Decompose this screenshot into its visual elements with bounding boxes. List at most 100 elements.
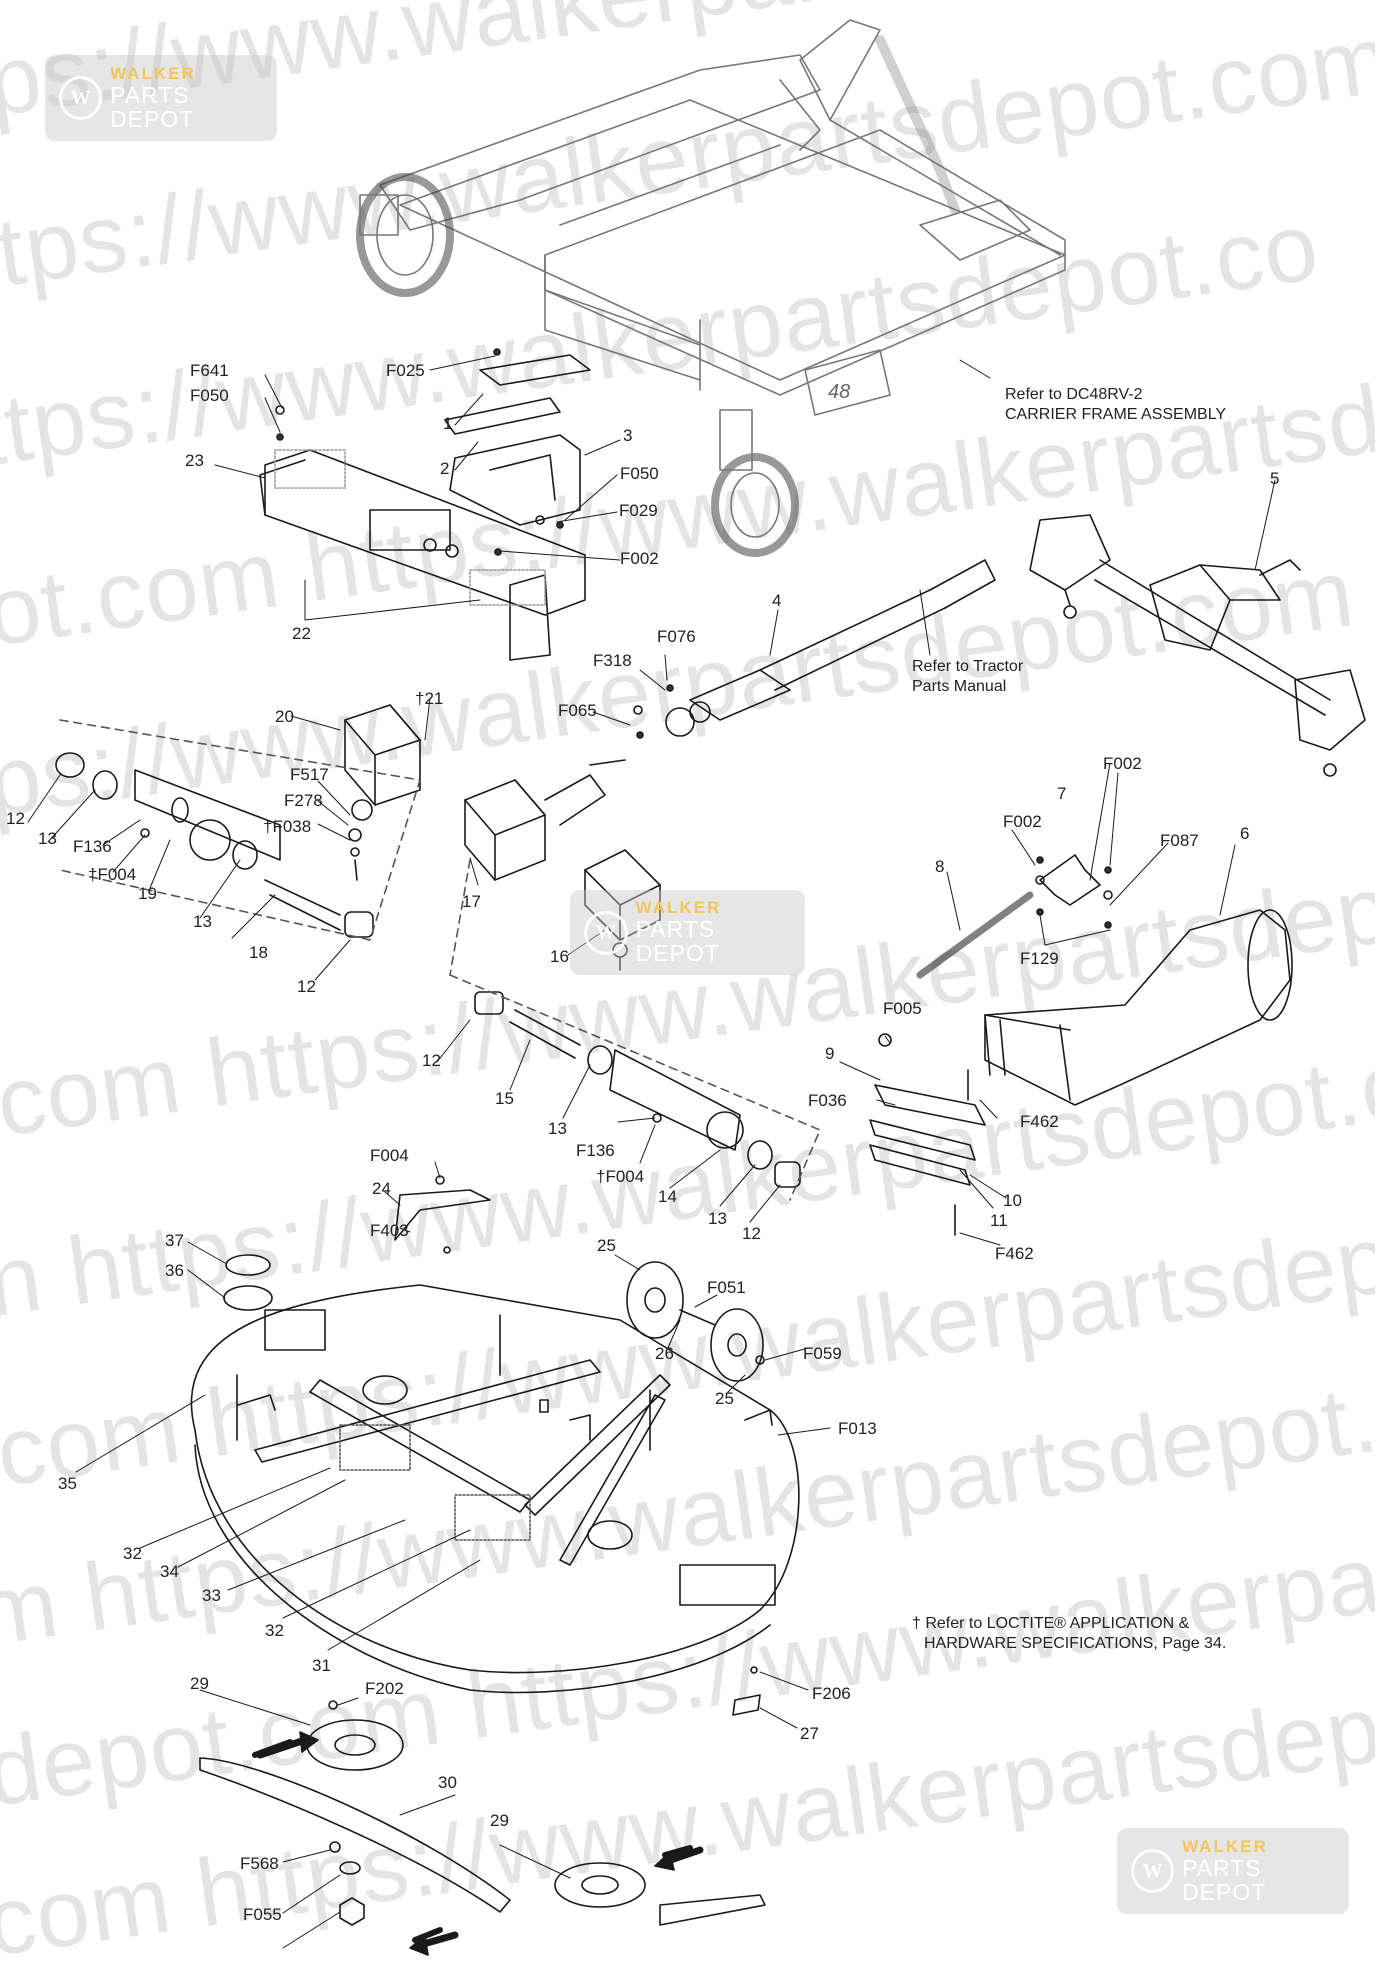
callout-label: 24: [372, 1179, 391, 1198]
gearbox-17: [464, 759, 626, 881]
callout-label: 23: [185, 451, 204, 470]
spindle-housing-19: [55, 719, 421, 941]
callout-label: F202: [365, 1679, 404, 1698]
callout-label: F050: [190, 386, 229, 405]
callout-label: 37: [165, 1231, 184, 1250]
callout-label: F462: [995, 1244, 1034, 1263]
shaft-15-housing-14: [449, 974, 821, 1201]
callout-label: F051: [707, 1278, 746, 1297]
callout-label: 19: [138, 884, 157, 903]
callout-label: 27: [800, 1724, 819, 1743]
callout-label: 32: [265, 1621, 284, 1640]
callout-label: 31: [312, 1656, 331, 1675]
callout-label: 17: [462, 892, 481, 911]
callout-label: 36: [165, 1261, 184, 1280]
callout-label: 26: [655, 1344, 674, 1363]
badge-line2: PARTS DEPOT: [1182, 1854, 1267, 1905]
callout-label: 7: [1057, 784, 1067, 803]
callout-label: F050: [620, 464, 659, 483]
callout-label: F278: [284, 791, 323, 810]
gearbox-assembly: [1029, 514, 1366, 777]
callout-label: F129: [1020, 949, 1059, 968]
badge-line1: WALKER: [1182, 1836, 1268, 1856]
walker-logo-icon: W: [1131, 1849, 1175, 1893]
loctite-note: † Refer to LOCTITE® APPLICATION & HARDWA…: [912, 1614, 1226, 1654]
drive-shaft: [633, 559, 996, 739]
gearbox-20: [344, 704, 421, 881]
badge-line1: WALKER: [635, 898, 722, 918]
discharge-chute: [916, 854, 1293, 1106]
callout-label: 35: [58, 1474, 77, 1493]
callout-label: 30: [438, 1773, 457, 1792]
hinge-group: [869, 1033, 986, 1236]
callout-label: 12: [297, 977, 316, 996]
callout-label: F568: [240, 1854, 279, 1873]
callout-label: 11: [990, 1211, 1008, 1230]
callout-label: 13: [38, 829, 57, 848]
callout-label: 13: [193, 912, 212, 931]
callout-label: 32: [123, 1544, 142, 1563]
callout-label: 13: [548, 1119, 567, 1138]
wheels-25: [223, 1254, 765, 1382]
callout-label: F641: [190, 361, 229, 380]
carrier-frame: 48: [356, 19, 1066, 557]
callout-label: 15: [495, 1089, 514, 1108]
callout-label: F055: [243, 1905, 282, 1924]
callout-label: 9: [825, 1044, 835, 1063]
badge-line1: WALKER: [110, 63, 196, 83]
callout-label: 25: [715, 1389, 734, 1408]
callout-label: 29: [190, 1674, 209, 1693]
callout-label: F136: [576, 1141, 615, 1160]
callout-label: 3: [623, 426, 633, 445]
callout-label: F087: [1160, 831, 1199, 850]
callout-label: F029: [619, 501, 658, 520]
badge-line2: PARTS DEPOT: [635, 916, 720, 967]
callout-label: F403: [370, 1221, 409, 1240]
walker-logo-icon: W: [584, 910, 628, 955]
carrier-frame-note: Refer to DC48RV-2 CARRIER FRAME ASSEMBLY: [1005, 385, 1226, 425]
callout-label: 20: [275, 707, 294, 726]
callout-label: 13: [708, 1209, 727, 1228]
callout-label: 33: [202, 1586, 221, 1605]
walker-logo-icon: W: [59, 76, 103, 120]
callout-label: F076: [657, 627, 696, 646]
badge-line2: PARTS DEPOT: [110, 81, 195, 132]
callout-label: †F004: [88, 865, 137, 884]
callout-label: †21: [415, 689, 444, 708]
callout-label: 25: [597, 1236, 616, 1255]
callout-label: 4: [772, 591, 782, 610]
callout-label: F206: [812, 1684, 851, 1703]
note-line: Refer to DC48RV-2: [1005, 386, 1143, 403]
callout-label: F036: [808, 1091, 847, 1110]
callout-label: 16: [550, 947, 569, 966]
callout-label: 12: [742, 1224, 761, 1243]
note-line: CARRIER FRAME ASSEMBLY: [1005, 406, 1227, 423]
note-line: HARDWARE SPECIFICATIONS, Page 34.: [924, 1635, 1227, 1652]
callout-label: 14: [658, 1187, 677, 1206]
callout-label: F013: [838, 1419, 877, 1438]
frame-number: 48: [828, 381, 850, 403]
note-line: † Refer to LOCTITE® APPLICATION &: [912, 1615, 1190, 1632]
callout-label: 8: [935, 857, 945, 876]
mower-deck: [190, 1284, 800, 1694]
callout-label: 29: [490, 1811, 509, 1830]
callout-label: 34: [160, 1562, 179, 1581]
callout-label: F004: [370, 1146, 409, 1165]
callout-label: 1: [443, 414, 453, 433]
callout-label: †F004: [596, 1167, 645, 1186]
callout-label: 12: [422, 1051, 441, 1070]
callout-label: F002: [620, 549, 659, 568]
tractor-manual-note: Refer to Tractor Parts Manual: [912, 657, 1023, 697]
callout-label: F517: [290, 765, 329, 784]
callout-label: F059: [803, 1344, 842, 1363]
callout-label: F025: [386, 361, 425, 380]
callout-label: 22: [292, 624, 311, 643]
blade-group: [199, 1666, 766, 1943]
callout-label: F318: [593, 651, 632, 670]
note-line: Refer to Tractor: [912, 658, 1024, 675]
deck-cover-group: [259, 348, 591, 661]
